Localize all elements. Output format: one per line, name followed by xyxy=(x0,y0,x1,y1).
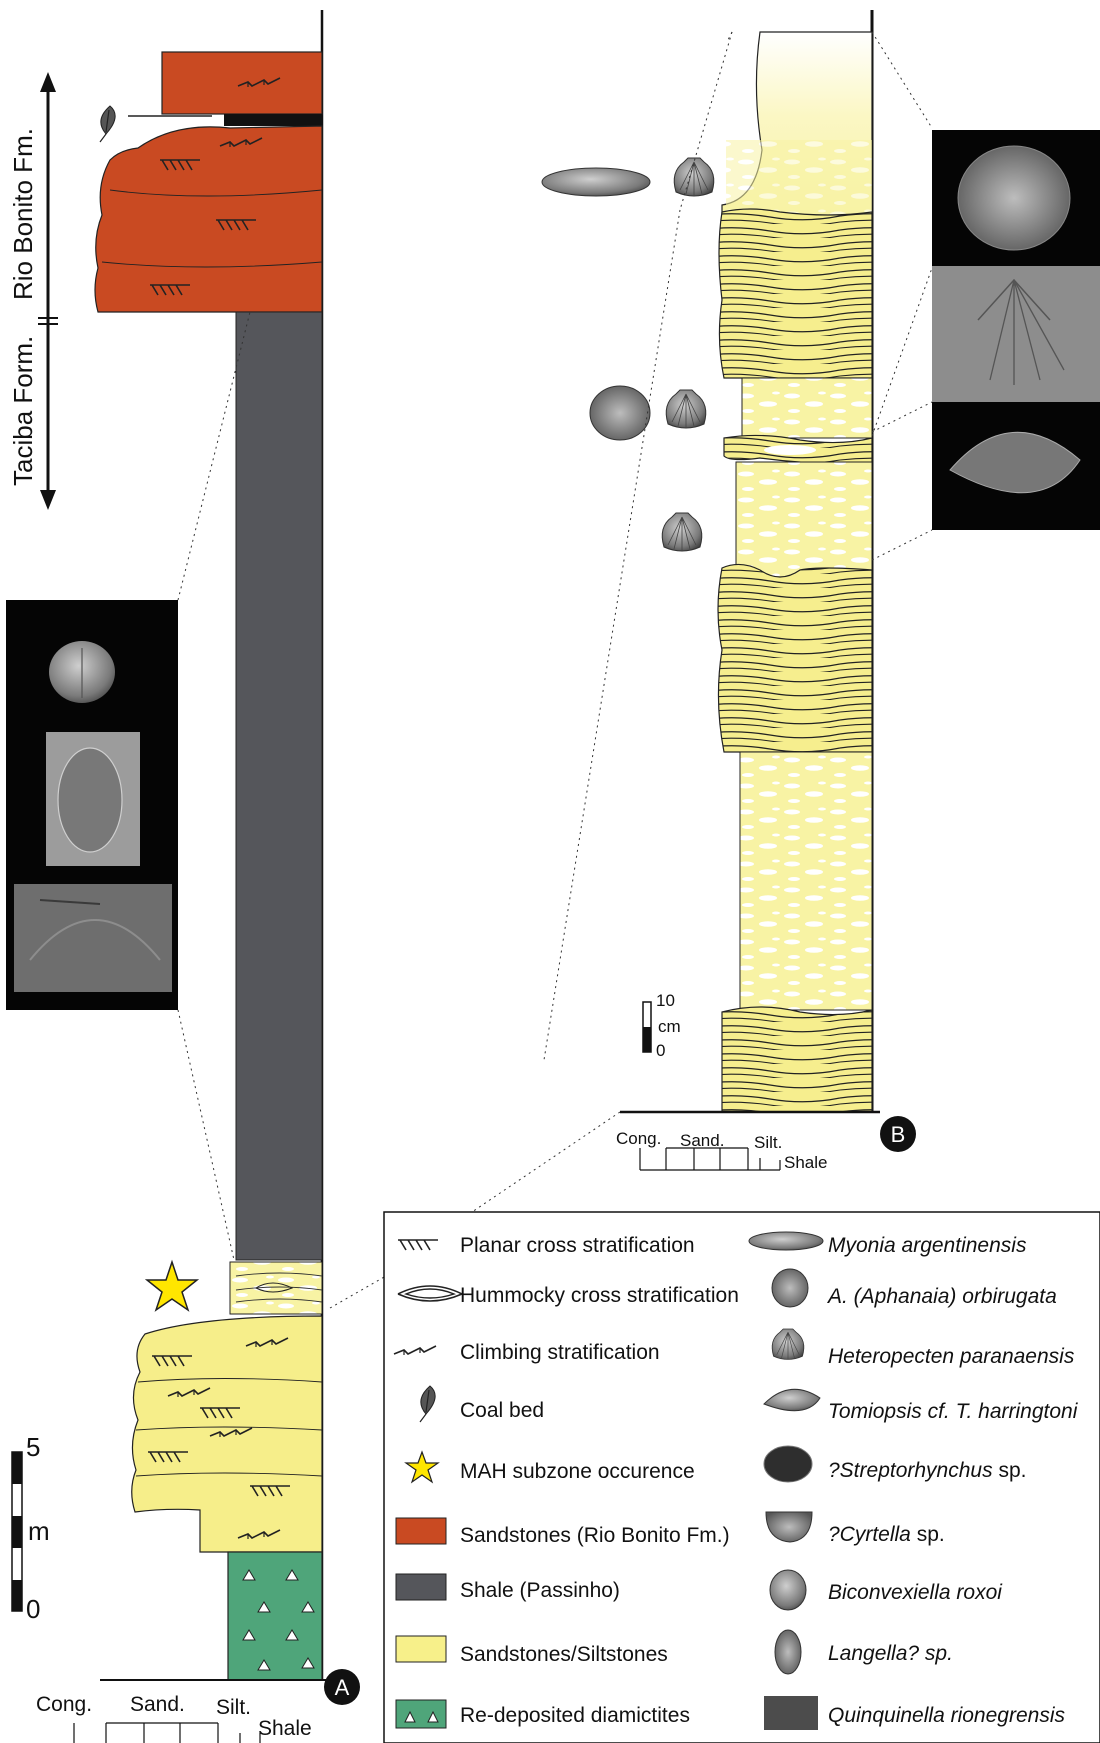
legend-left-5: Sandstones (Rio Bonito Fm.) xyxy=(460,1524,730,1547)
grain-b-silt: Silt. xyxy=(754,1133,782,1152)
legend-right-4: ?Streptorhynchus sp. xyxy=(828,1459,1026,1482)
scale-a-top: 5 xyxy=(26,1432,40,1462)
legend-right-8: Quinquinella rionegrensis xyxy=(828,1704,1065,1727)
heteropecten-fossil-icon xyxy=(674,158,714,196)
grain-b-shale: Shale xyxy=(784,1153,827,1172)
scale-b-top: 10 xyxy=(656,991,675,1010)
grain-a-cong: Cong. xyxy=(36,1693,92,1716)
grain-axis-a xyxy=(74,1723,260,1743)
fossil-panel-b xyxy=(932,130,1100,530)
aphanaia-icon xyxy=(772,1269,808,1307)
legend-left-8: Re-deposited diamictites xyxy=(460,1704,690,1727)
coal-leaf-icon xyxy=(100,106,115,142)
myonia-icon xyxy=(749,1232,823,1250)
shale-swatch xyxy=(396,1574,446,1600)
legend-left-6: Shale (Passinho) xyxy=(460,1579,620,1602)
langella-icon xyxy=(775,1630,801,1674)
legend-right-0: Myonia argentinensis xyxy=(828,1234,1027,1257)
panel-a-label: A xyxy=(335,1675,350,1700)
legend: Planar cross stratification Hummocky cro… xyxy=(384,1212,1100,1743)
fossil-panel-a xyxy=(6,600,178,1010)
legend-right-7: Langella? sp. xyxy=(828,1642,953,1665)
grain-a-sand: Sand. xyxy=(130,1693,185,1716)
sandstone-rb-swatch xyxy=(396,1518,446,1544)
grain-a-shale: Shale xyxy=(258,1717,312,1740)
legend-left-2: Climbing stratification xyxy=(460,1341,660,1364)
scale-bar-b xyxy=(643,1002,651,1052)
diamictite-swatch xyxy=(396,1700,446,1728)
grain-a-silt: Silt. xyxy=(216,1696,251,1719)
legend-right-3: Tomiopsis cf. T. harringtoni xyxy=(828,1400,1079,1423)
grain-b-cong: Cong. xyxy=(616,1129,661,1148)
legend-right-5: ?Cyrtella sp. xyxy=(828,1523,945,1546)
streptorhynchus-icon xyxy=(764,1446,812,1482)
legend-left-4: MAH subzone occurence xyxy=(460,1460,695,1483)
aphanaia-fossil-icon xyxy=(590,386,650,440)
taciba-label: Taciba Form. xyxy=(8,336,38,486)
scale-b-unit: cm xyxy=(658,1017,681,1036)
rio-bonito-label: Rio Bonito Fm. xyxy=(8,128,38,300)
panel-b-label: B xyxy=(891,1122,906,1147)
legend-left-0: Planar cross stratification xyxy=(460,1234,695,1257)
biconvexiella-icon xyxy=(770,1570,806,1610)
scale-a-unit: m xyxy=(28,1516,50,1546)
scale-bar-a xyxy=(12,1452,22,1611)
legend-left-3: Coal bed xyxy=(460,1399,544,1422)
mah-star-icon xyxy=(147,1262,197,1310)
legend-right-2: Heteropecten paranaensis xyxy=(828,1345,1075,1368)
scale-b-bottom: 0 xyxy=(656,1041,665,1060)
legend-right-6: Biconvexiella roxoi xyxy=(828,1581,1003,1604)
scale-a-bottom: 0 xyxy=(26,1594,40,1624)
panel-b-column xyxy=(620,10,880,1112)
formation-arrow xyxy=(38,72,58,510)
sand-silt-swatch xyxy=(396,1636,446,1662)
fossils-b xyxy=(542,158,714,551)
legend-right-1: A. (Aphanaia) orbirugata xyxy=(826,1285,1057,1308)
grain-b-sand: Sand. xyxy=(680,1131,724,1150)
quinquinella-icon xyxy=(764,1696,818,1730)
legend-left-7: Sandstones/Siltstones xyxy=(460,1643,668,1666)
myonia-fossil-icon xyxy=(542,168,650,196)
legend-left-1: Hummocky cross stratification xyxy=(460,1284,739,1307)
